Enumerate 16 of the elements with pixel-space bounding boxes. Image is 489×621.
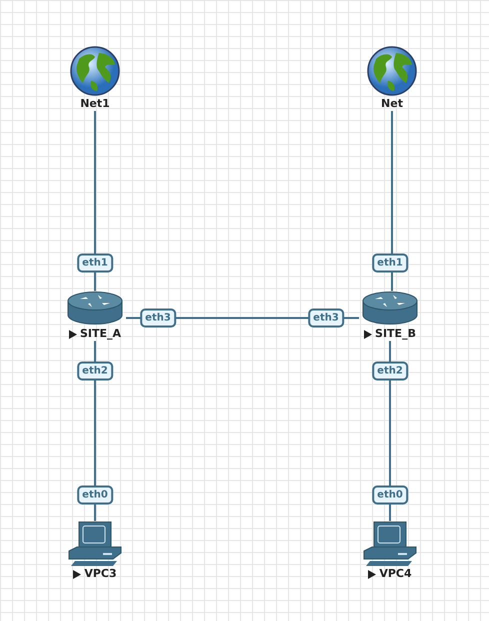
port-label: eth0 (372, 486, 408, 504)
port-label: eth0 (77, 486, 113, 504)
node-label: VPC3 (84, 567, 117, 581)
port-label: eth2 (77, 362, 113, 380)
port-label: eth3 (308, 308, 344, 328)
connection-line (391, 111, 393, 291)
port-label: eth1 (77, 254, 113, 272)
node-label: SITE_A (80, 327, 122, 341)
port-label: eth1 (372, 254, 408, 272)
port-label: eth2 (372, 362, 408, 380)
node-label: Net (381, 97, 403, 111)
node-label: Net1 (80, 97, 110, 111)
port-label: eth3 (140, 308, 176, 328)
node-label: SITE_B (375, 327, 416, 341)
connection-line (94, 111, 96, 291)
node-label: VPC4 (379, 567, 412, 581)
